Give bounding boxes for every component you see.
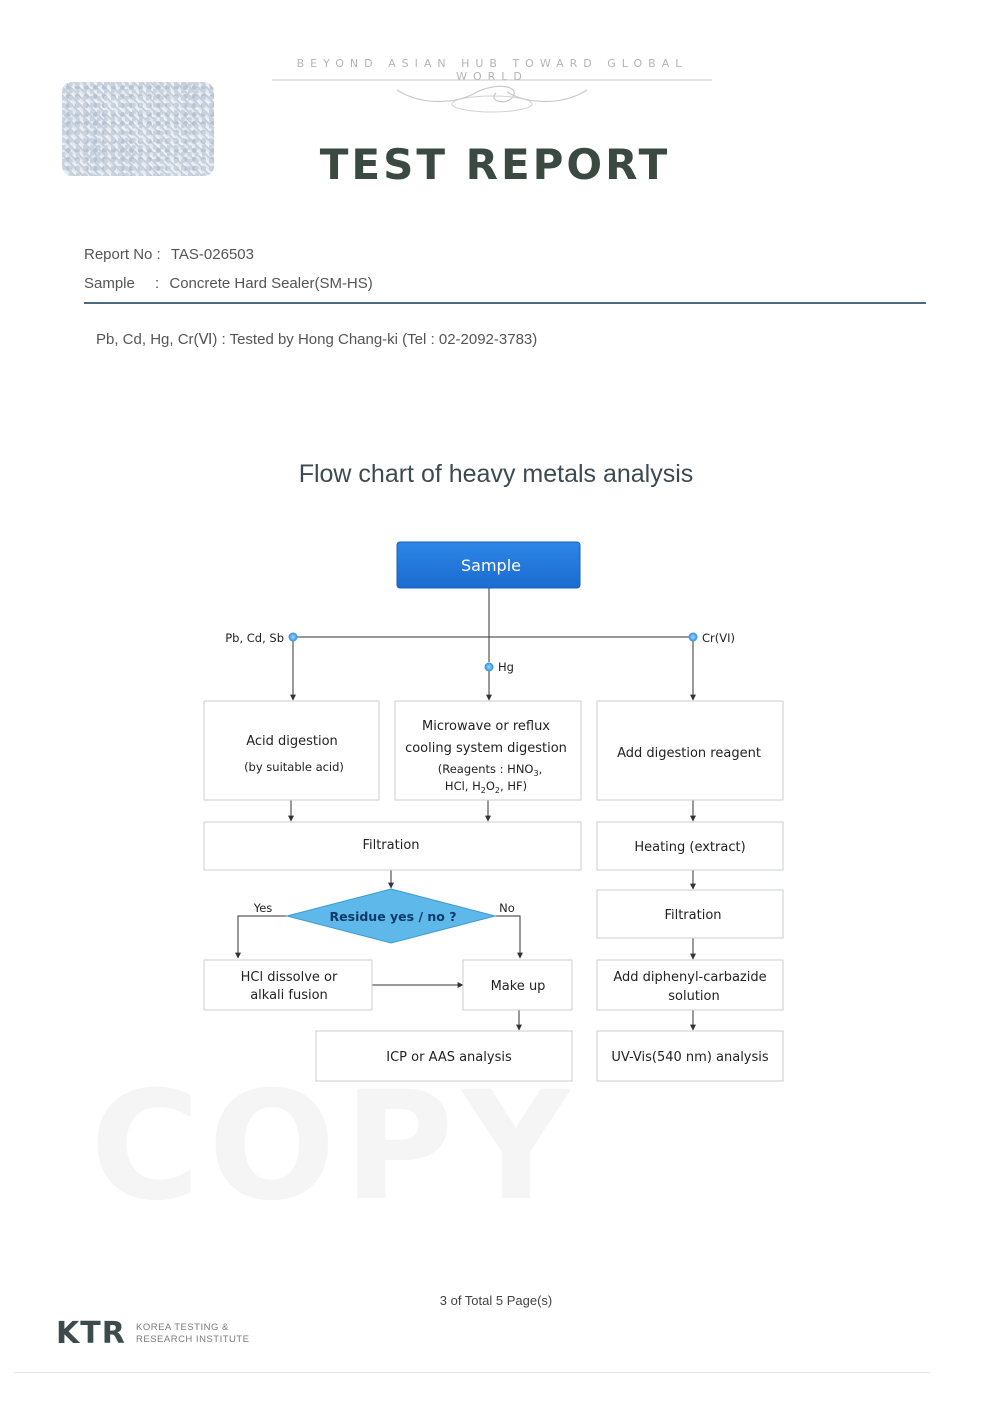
header-divider xyxy=(84,302,926,304)
branch-dot-right xyxy=(688,632,698,642)
branch-label-right: Cr(VI) xyxy=(702,631,735,645)
icp-analysis-label: ICP or AAS analysis xyxy=(386,1050,512,1065)
microwave-reagents-2: HCl, H2O2, HF) xyxy=(445,779,527,795)
chart-title: Flow chart of heavy metals analysis xyxy=(298,460,694,488)
branch-dot-mid xyxy=(484,662,494,672)
makeup-label: Make up xyxy=(491,979,546,994)
footer-divider xyxy=(14,1372,930,1373)
sample-box-label: Sample xyxy=(461,556,521,575)
hcl-dissolve-line-1: HCl dissolve or xyxy=(241,970,338,985)
institute-name: KOREA TESTING & RESEARCH INSTITUTE xyxy=(136,1322,250,1346)
add-digestion-reagent-label: Add digestion reagent xyxy=(617,746,761,761)
microwave-line-1: Microwave or reflux xyxy=(422,719,550,734)
sample-label: Sample xyxy=(84,275,135,292)
connector-lines xyxy=(235,588,696,1031)
report-number-label: Report No : xyxy=(84,246,161,263)
filtration-label: Filtration xyxy=(362,838,419,853)
hcl-dissolve-line-2: alkali fusion xyxy=(250,988,328,1003)
uvvis-analysis-label: UV-Vis(540 nm) analysis xyxy=(611,1050,769,1065)
sample-separator: : xyxy=(155,275,160,292)
acid-digestion-note: (by suitable acid) xyxy=(244,760,344,774)
page-number: 3 of Total 5 Page(s) xyxy=(439,1293,553,1308)
diphenyl-line-1: Add diphenyl-carbazide xyxy=(613,970,766,985)
acid-digestion-label: Acid digestion xyxy=(246,734,338,749)
residue-decision-label: Residue yes / no ? xyxy=(330,909,457,924)
heating-label: Heating (extract) xyxy=(634,840,745,855)
microwave-reagents-1: (Reagents : HNO3, xyxy=(438,762,542,778)
branch-label-left: Pb, Cd, Sb xyxy=(225,631,284,645)
filtration-2-label: Filtration xyxy=(664,908,721,923)
diphenyl-line-2: solution xyxy=(668,989,719,1004)
process-boxes xyxy=(203,700,784,1082)
ornament-icon xyxy=(272,79,712,113)
yes-label: Yes xyxy=(253,901,273,915)
copy-watermark: COPY xyxy=(90,1060,578,1234)
tested-by-line: Pb, Cd, Hg, Cr(Ⅵ) : Tested by Hong Chang… xyxy=(96,331,538,348)
residue-decision-diamond xyxy=(285,888,497,944)
page-title: TEST REPORT xyxy=(319,140,671,189)
seal-stamp xyxy=(62,82,214,176)
institute-name-line-1: KOREA TESTING & xyxy=(136,1322,229,1333)
no-label: No xyxy=(499,901,515,915)
microwave-line-2: cooling system digestion xyxy=(405,741,567,756)
branch-label-mid: Hg xyxy=(498,660,514,674)
ktr-logo: KTR xyxy=(56,1316,126,1351)
sample-value: Concrete Hard Sealer(SM-HS) xyxy=(169,275,373,292)
report-number-value: TAS-026503 xyxy=(170,246,254,263)
report-number: Report No : TAS-026503 xyxy=(84,246,254,263)
branch-dot-left xyxy=(288,632,298,642)
institute-name-line-2: RESEARCH INSTITUTE xyxy=(136,1334,250,1345)
sample-line: Sample : Concrete Hard Sealer(SM-HS) xyxy=(84,275,373,292)
